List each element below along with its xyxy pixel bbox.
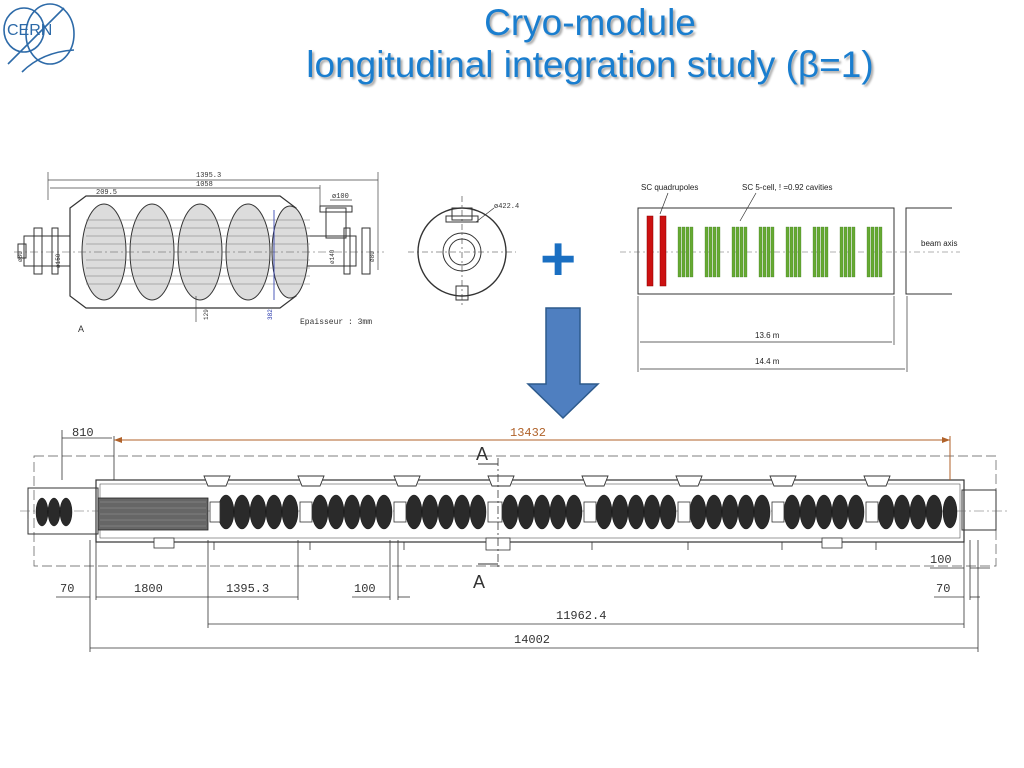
section-a-bottom: A xyxy=(473,572,485,592)
down-arrow xyxy=(526,307,600,420)
cavity-end-view xyxy=(408,196,516,306)
slide-title: Cryo-module longitudinal integration stu… xyxy=(200,2,980,86)
cern-logo-text: CERN xyxy=(7,22,52,39)
dim-1800: 1800 xyxy=(134,582,163,596)
dim-100: 100 xyxy=(354,582,376,596)
schematic-diagram: SC quadrupoles SC 5-cell, ! =0.92 caviti… xyxy=(620,183,960,372)
dim-port: ø100 xyxy=(332,193,349,201)
dim-11962: 11962.4 xyxy=(556,609,606,623)
dim-right-1: ø140 xyxy=(329,249,336,264)
dim-bottom-1: 129 xyxy=(203,309,210,320)
schematic-dim-2: 14.4 m xyxy=(755,357,780,366)
sc-quadrupole xyxy=(646,215,654,287)
sc-cavities xyxy=(677,226,883,278)
dim-100-right: 100 xyxy=(930,553,952,567)
cern-logo: CERN xyxy=(3,3,75,73)
cryomodule-drawing: A A 810 13432 xyxy=(20,426,1010,652)
plus-sign: + xyxy=(540,225,576,294)
cavity-drawing: 1395.3 1058 209.5 ø100 xyxy=(14,172,384,334)
dim-overall: 1395.3 xyxy=(196,172,221,180)
dim-right-2: ø80 xyxy=(369,251,376,262)
title-line-2: longitudinal integration study (β=1) xyxy=(306,44,874,85)
section-a-top: A xyxy=(476,444,488,464)
dim-left-2: ø150 xyxy=(55,253,62,268)
endview-dim: ø422.4 xyxy=(494,203,519,211)
dim-bottom-2: 382 xyxy=(267,309,274,320)
dim-end: 209.5 xyxy=(96,189,117,197)
label-beam-axis: beam axis xyxy=(921,239,957,248)
label-cavities: SC 5-cell, ! =0.92 cavities xyxy=(742,183,832,192)
section-label-a: A xyxy=(78,324,84,334)
dim-70-left: 70 xyxy=(60,582,74,596)
module-cavities xyxy=(35,494,958,530)
schematic-dim-1: 13.6 m xyxy=(755,331,780,340)
dim-13432: 13432 xyxy=(510,426,546,440)
thickness-note: Epaisseur : 3mm xyxy=(300,318,372,327)
label-quadrupoles: SC quadrupoles xyxy=(641,183,698,192)
dim-left-1: ø80 xyxy=(17,251,24,262)
dim-810: 810 xyxy=(72,426,94,440)
sc-quadrupole xyxy=(659,215,667,287)
dim-14002: 14002 xyxy=(514,633,550,647)
title-line-1: Cryo-module xyxy=(484,2,696,43)
dim-1395: 1395.3 xyxy=(226,582,269,596)
dim-inner: 1058 xyxy=(196,181,213,189)
dim-70-right: 70 xyxy=(936,582,950,596)
